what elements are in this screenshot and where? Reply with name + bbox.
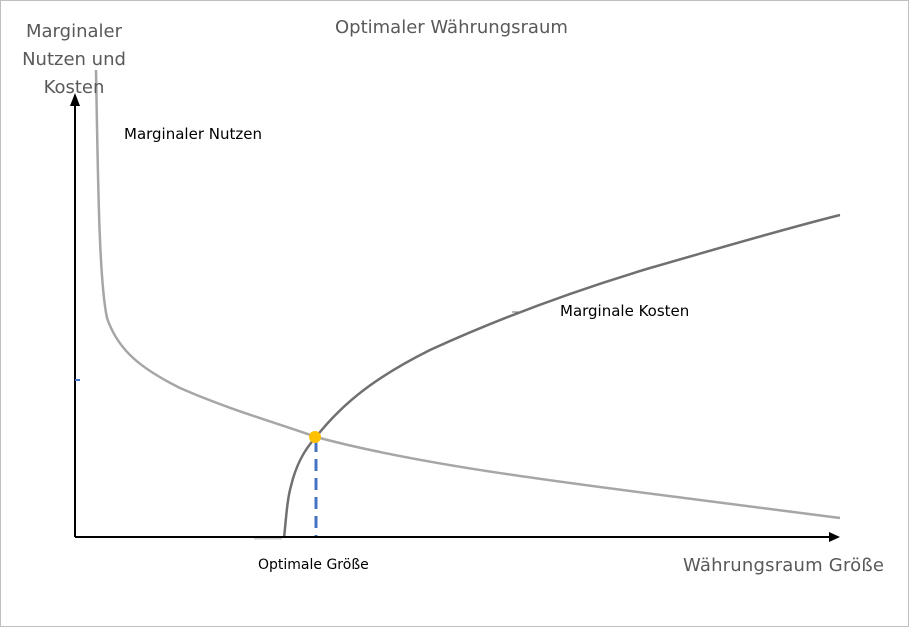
marginal-benefit-curve — [94, 69, 841, 520]
x-axis-label: Währungsraum Größe — [683, 555, 885, 576]
y-axis-label-line-2: Nutzen und — [22, 49, 126, 70]
marginal-cost-label: Marginale Kosten — [560, 302, 690, 320]
y-axis-label: Marginaler Nutzen und Kosten — [14, 18, 134, 102]
marginal-cost-curve — [282, 213, 841, 539]
optimum-label: Optimale Größe — [258, 557, 369, 573]
y-axis-arrow — [70, 93, 80, 106]
optimum-marker — [309, 431, 321, 443]
y-axis-label-line-1: Marginaler — [26, 21, 122, 42]
diagram-title: Optimaler Währungsraum — [335, 17, 568, 38]
x-axis-arrow — [829, 532, 840, 542]
marginal-benefit-label: Marginaler Nutzen — [124, 125, 262, 143]
y-axis-label-line-3: Kosten — [43, 77, 105, 98]
